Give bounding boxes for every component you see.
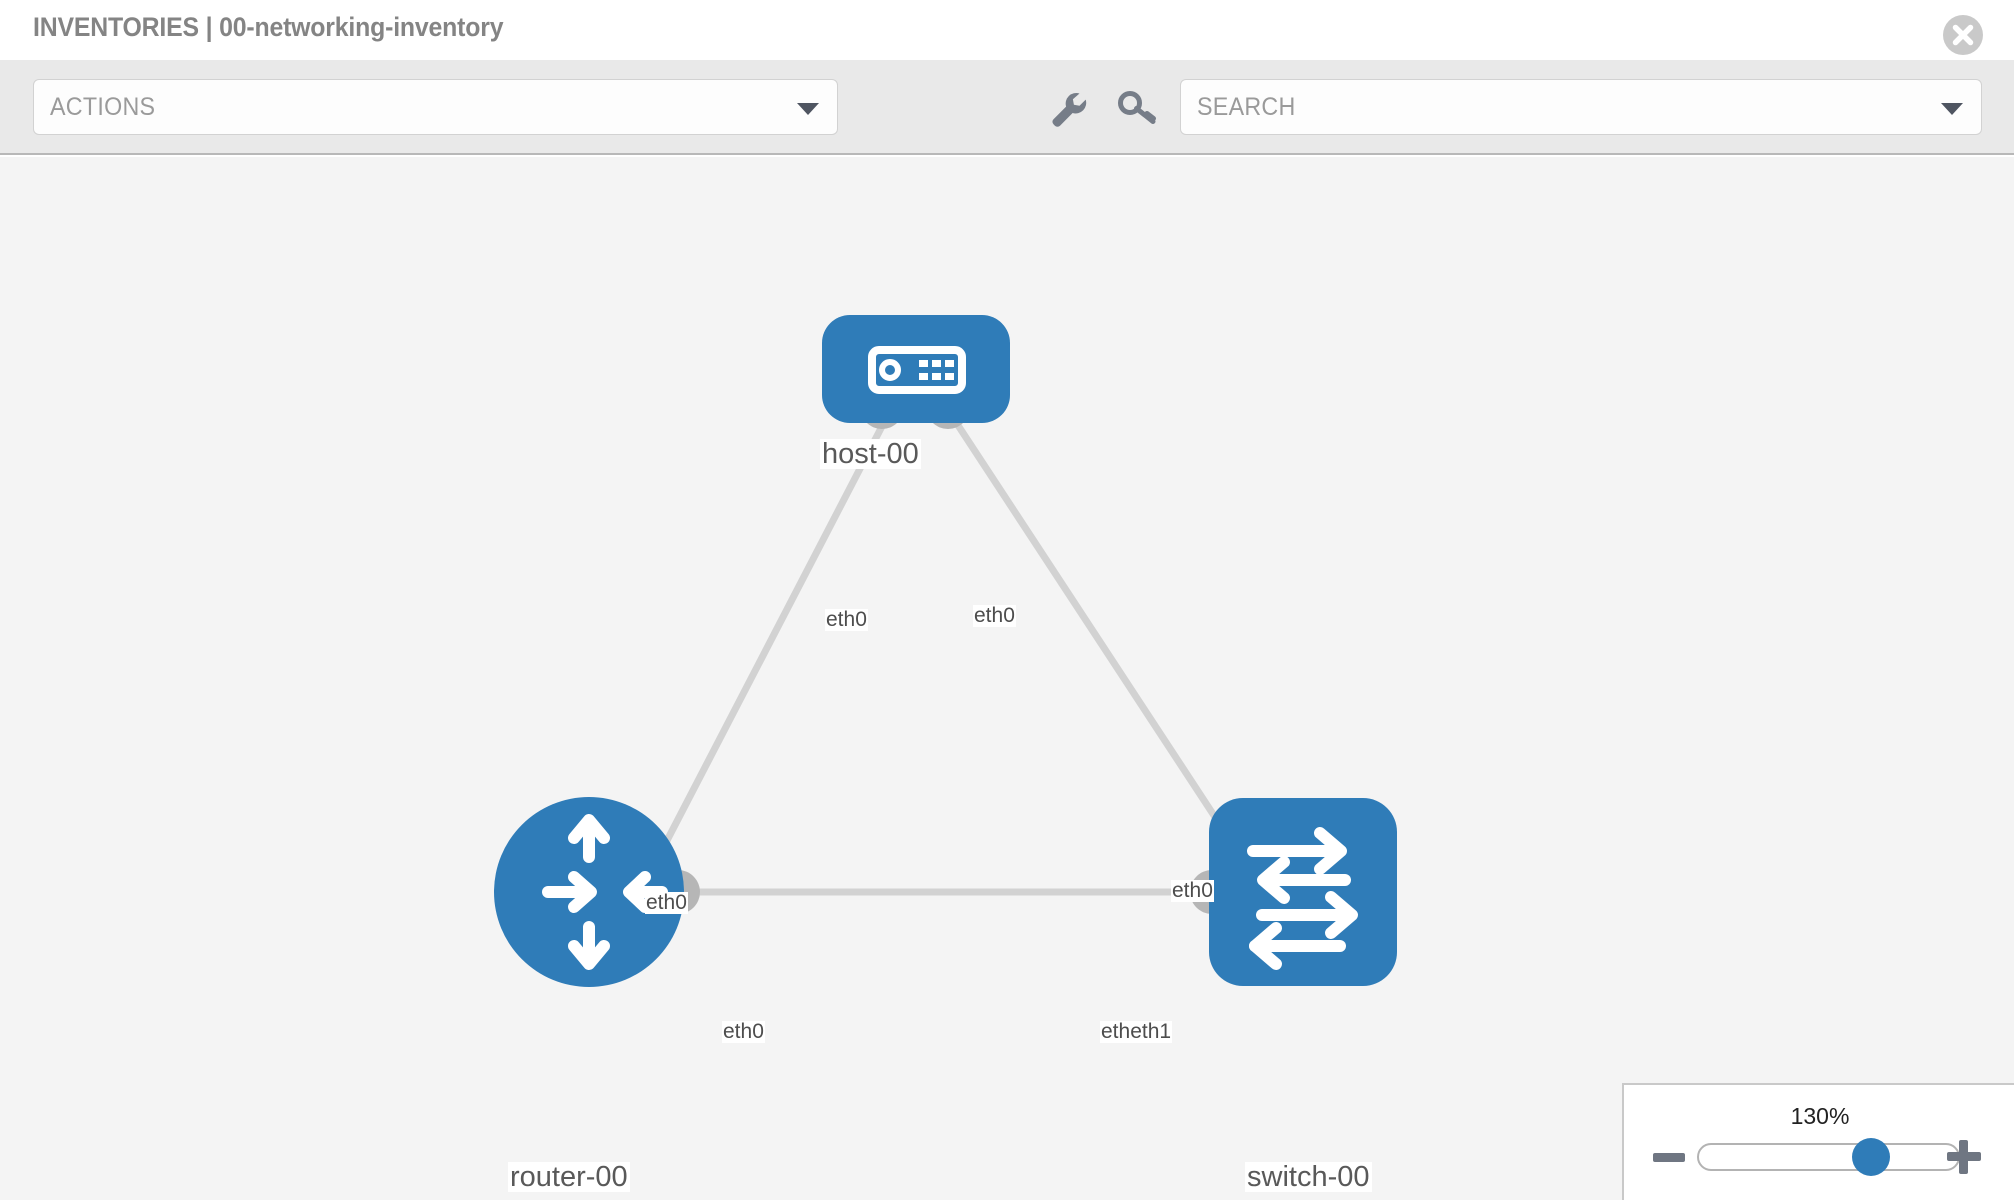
wrench-icon bbox=[1052, 92, 1087, 127]
node-switch-00[interactable] bbox=[1209, 798, 1397, 986]
chevron-down-icon bbox=[1941, 103, 1963, 115]
port-group bbox=[656, 385, 1254, 914]
zoom-slider[interactable] bbox=[1697, 1143, 1960, 1171]
key-button[interactable] bbox=[1117, 88, 1161, 130]
node-label-switch-00: switch-00 bbox=[1245, 1161, 1372, 1193]
iface-label-router-right: eth0 bbox=[722, 1020, 765, 1044]
zoom-level-label: 130% bbox=[1790, 1103, 1850, 1129]
chevron-down-icon bbox=[797, 103, 819, 115]
topology-canvas[interactable]: host-00 router-00 switch-00 eth0 eth0 et… bbox=[0, 157, 2014, 1200]
search-placeholder: SEARCH bbox=[1197, 93, 1296, 121]
wrench-button[interactable] bbox=[1046, 88, 1090, 130]
key-icon bbox=[1118, 91, 1156, 124]
close-button[interactable] bbox=[1942, 14, 1984, 56]
iface-label-router-up: eth0 bbox=[645, 891, 688, 915]
link-group bbox=[656, 405, 1235, 896]
router-arrows-icon bbox=[542, 814, 668, 970]
zoom-slider-thumb[interactable] bbox=[1852, 1138, 1890, 1176]
toolbar: ACTIONS SEARCH bbox=[0, 60, 2014, 155]
page-title: INVENTORIES | 00-networking-inventory bbox=[33, 12, 504, 42]
switch-arrows-icon bbox=[1247, 827, 1358, 970]
node-label-router-00: router-00 bbox=[508, 1161, 630, 1193]
link-router-host[interactable] bbox=[656, 405, 896, 856]
node-router-00[interactable] bbox=[494, 797, 684, 987]
page-header: INVENTORIES | 00-networking-inventory bbox=[0, 0, 2014, 60]
search-input[interactable]: SEARCH bbox=[1180, 79, 1982, 135]
actions-dropdown[interactable]: ACTIONS bbox=[33, 79, 838, 135]
plus-icon[interactable] bbox=[1947, 1140, 1981, 1174]
close-circle-icon bbox=[1943, 15, 1983, 55]
node-host-00[interactable] bbox=[822, 315, 1010, 423]
iface-label-host-left: eth0 bbox=[825, 608, 868, 632]
iface-label-switch-left: etheth1 bbox=[1100, 1020, 1173, 1044]
server-icon bbox=[868, 346, 966, 394]
iface-label-host-right: eth0 bbox=[973, 604, 1016, 628]
link-host-switch[interactable] bbox=[943, 405, 1235, 845]
node-label-host-00: host-00 bbox=[820, 438, 921, 470]
zoom-control-panel: 130% bbox=[1622, 1083, 2014, 1200]
iface-label-switch-up: eth0 bbox=[1171, 879, 1214, 903]
actions-dropdown-label: ACTIONS bbox=[50, 93, 156, 121]
minus-icon[interactable] bbox=[1653, 1153, 1685, 1162]
topology-graph bbox=[494, 315, 1397, 987]
